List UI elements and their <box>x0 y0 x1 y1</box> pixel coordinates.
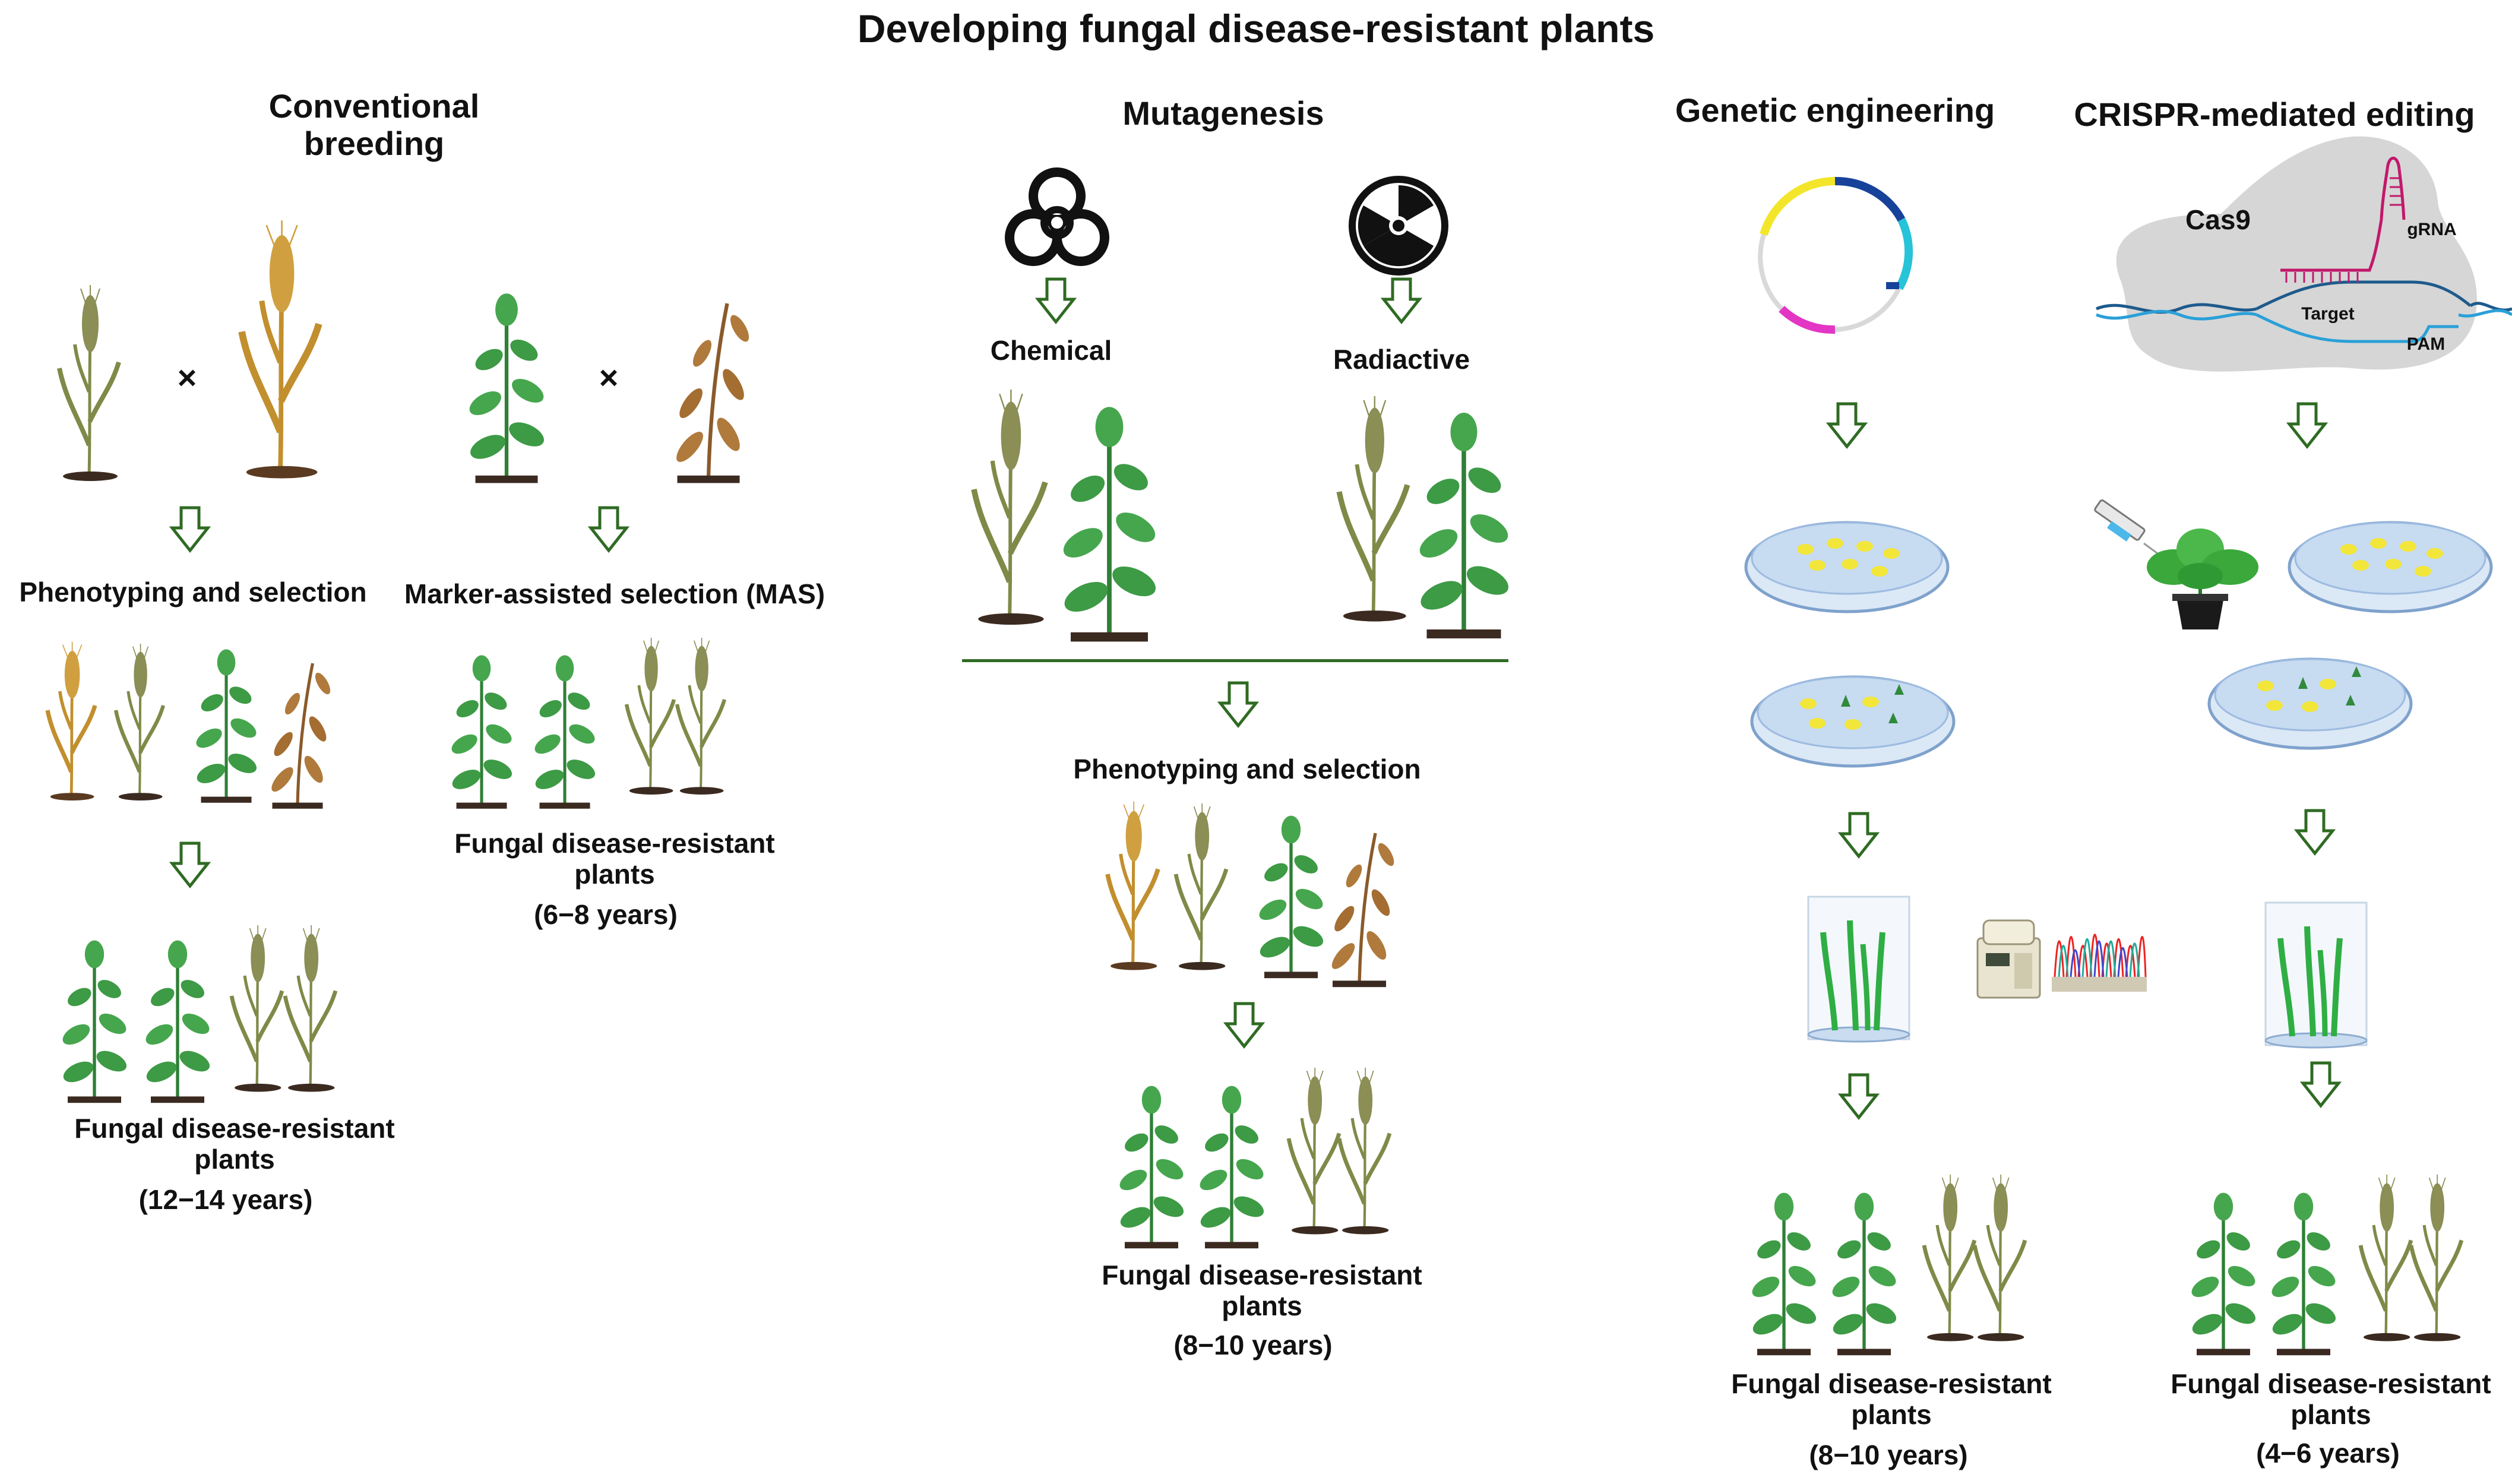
petri-dish-icon <box>1752 671 1960 772</box>
bean-plant-icon <box>1119 1084 1185 1262</box>
down-arrow-icon <box>591 508 628 553</box>
label-pam: PAM <box>2406 334 2445 354</box>
down-arrow-icon <box>2297 811 2334 856</box>
bean-plant-icon <box>1327 822 1393 1001</box>
bean-plant-icon <box>451 653 517 819</box>
cross-symbol: × <box>599 359 619 396</box>
wheat-icon <box>1339 410 1410 653</box>
wheat-icon <box>48 653 101 819</box>
down-arrow-icon <box>172 843 209 888</box>
bean-plant-icon <box>2271 1191 2337 1369</box>
bean-plant-icon <box>145 938 211 1110</box>
wheat-icon <box>1339 1078 1393 1256</box>
result-genetic-engineering: Fungal disease-resistant plants <box>1731 1368 2052 1430</box>
wheat-icon <box>249 297 315 487</box>
cross-symbol: × <box>177 359 197 396</box>
down-arrow-icon <box>1841 814 1878 859</box>
syringe-plant-icon <box>2094 499 2258 629</box>
years-crispr: (4−6 years) <box>2256 1438 2400 1469</box>
down-arrow-icon <box>1841 1075 1878 1120</box>
label-chemical: Chemical <box>990 335 1112 366</box>
wheat-icon <box>677 647 730 814</box>
bean-plant-icon <box>534 653 600 819</box>
bean-plant-icon <box>1063 404 1146 647</box>
down-arrow-icon <box>1038 279 1075 324</box>
heading-genetic-engineering: Genetic engineering <box>1675 91 1995 129</box>
result-crispr: Fungal disease-resistant plants <box>2171 1368 2491 1430</box>
wheat-icon <box>1289 1078 1342 1256</box>
wheat-icon <box>1975 1185 2028 1363</box>
wheat-icon <box>1924 1185 1978 1363</box>
radiation-icon <box>1349 176 1448 276</box>
label-radiactive: Radiactive <box>1333 344 1470 375</box>
result-mas: Fungal disease-resistant plants <box>454 828 775 890</box>
wheat-icon <box>2361 1185 2414 1363</box>
bean-plant-icon <box>671 291 748 481</box>
pcr-machine-icon <box>1976 919 2041 999</box>
ground-line <box>962 659 1508 662</box>
wheat-icon <box>2411 1185 2464 1363</box>
result-mutagenesis: Fungal disease-resistant plants <box>1102 1260 1422 1321</box>
bean-plant-icon <box>2191 1191 2257 1369</box>
bean-plant-icon <box>196 647 261 814</box>
down-arrow-icon <box>2303 1063 2340 1108</box>
wheat-icon <box>974 404 1045 647</box>
bean-plant-icon <box>1200 1084 1265 1262</box>
years-mutagenesis: (8−10 years) <box>1173 1330 1333 1360</box>
wheat-icon <box>1108 814 1161 992</box>
down-arrow-icon <box>1226 1004 1263 1049</box>
label-cas9: Cas9 <box>2185 204 2251 235</box>
down-arrow-icon <box>1384 279 1420 324</box>
down-arrow-icon <box>1829 404 1866 449</box>
plasmid-icon <box>1758 176 1913 334</box>
result-conventional-phenotyping: Fungal disease-resistant plants <box>74 1113 395 1175</box>
figure-title: Developing fungal disease-resistant plan… <box>857 7 1655 50</box>
bean-plant-icon <box>469 291 546 481</box>
petri-dish-icon <box>2209 653 2417 754</box>
bean-plant-icon <box>1419 410 1502 653</box>
petri-dish-icon <box>1746 517 1954 618</box>
years-mas: (6−8 years) <box>534 899 678 930</box>
wheat-icon <box>285 935 338 1108</box>
wheat-icon <box>1176 814 1229 992</box>
bean-plant-icon <box>62 938 128 1110</box>
label-target: Target <box>2301 304 2355 324</box>
heading-mutagenesis: Mutagenesis <box>1122 94 1324 132</box>
culture-tube-icon <box>1808 897 1912 1045</box>
bean-plant-icon <box>1832 1191 1897 1369</box>
heading-crispr-editing: CRISPR-mediated editing <box>2074 96 2475 133</box>
bean-plant-icon <box>1752 1191 1817 1369</box>
step-marker-assisted-selection: Marker-assisted selection (MAS) <box>404 578 825 609</box>
heading-conventional-breeding: Conventional breeding <box>268 87 480 162</box>
wheat-icon <box>232 935 285 1108</box>
down-arrow-icon <box>172 508 209 553</box>
wheat-icon <box>116 653 169 819</box>
bean-plant-icon <box>267 653 333 819</box>
down-arrow-icon <box>2289 404 2326 449</box>
label-grna: gRNA <box>2407 220 2457 239</box>
sequencing-chromatogram-icon <box>2052 934 2147 992</box>
years-conventional-phenotyping: (12−14 years) <box>138 1184 313 1215</box>
cas9-complex-icon <box>2096 136 2512 372</box>
bean-plant-icon <box>1259 814 1324 992</box>
wheat-icon <box>59 297 125 487</box>
step-phenotyping-selection: Phenotyping and selection <box>1073 754 1421 784</box>
step-phenotyping-selection: Phenotyping and selection <box>19 577 367 607</box>
down-arrow-icon <box>1220 683 1257 728</box>
years-genetic-engineering: (8−10 years) <box>1809 1439 1968 1470</box>
biohazard-icon <box>1005 167 1109 266</box>
culture-tube-icon <box>2266 903 2369 1051</box>
petri-dish-icon <box>2289 517 2497 618</box>
wheat-icon <box>627 647 680 814</box>
